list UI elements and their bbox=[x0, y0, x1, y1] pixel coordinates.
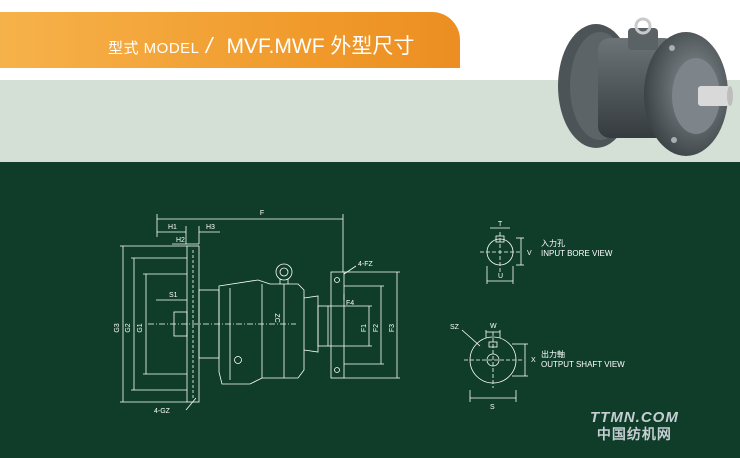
input-bore-label-cn: 入力孔 bbox=[541, 239, 565, 248]
title-prefix: 型式 MODEL bbox=[108, 40, 200, 57]
dim-h2: H2 bbox=[176, 237, 185, 244]
dim-zc: ZC bbox=[273, 313, 280, 322]
title-model: MVF.MWF 外型尺寸 bbox=[226, 35, 415, 58]
gearmotor-photo bbox=[558, 17, 733, 156]
dim-h1: H1 bbox=[168, 224, 177, 231]
dim-f2: F2 bbox=[373, 324, 380, 332]
dim-s1: S1 bbox=[169, 292, 178, 299]
output-shaft-label-cn: 出力軸 bbox=[541, 350, 565, 359]
dim-g3: G3 bbox=[114, 323, 121, 332]
dim-g2: G2 bbox=[125, 323, 132, 332]
input-bore-label-en: INPUT BORE VIEW bbox=[541, 249, 613, 258]
dim-x: X bbox=[531, 357, 536, 364]
watermark: TTMN.COM 中国纺机网 bbox=[590, 409, 679, 443]
title-slash: / bbox=[205, 33, 213, 58]
dim-f4: F4 bbox=[346, 300, 354, 307]
dim-w: W bbox=[490, 323, 497, 330]
input-bore-label: 入力孔 INPUT BORE VIEW bbox=[541, 239, 612, 259]
dimension-drawing: F H1 H3 H2 S1 G3 G2 G1 ZC 4-FZ F4 F1 F2 … bbox=[114, 210, 536, 415]
dim-u: U bbox=[498, 273, 503, 280]
page-title: 型式 MODEL / MVF.MWF 外型尺寸 bbox=[108, 30, 414, 60]
dim-4gz: 4-GZ bbox=[154, 408, 171, 415]
dim-t: T bbox=[498, 221, 503, 228]
title-tab bbox=[0, 12, 460, 68]
dim-s: S bbox=[490, 404, 495, 411]
dim-f1: F1 bbox=[361, 324, 368, 332]
dim-4fz: 4-FZ bbox=[358, 261, 374, 268]
dim-f: F bbox=[260, 210, 264, 217]
dim-sz: SZ bbox=[450, 324, 460, 331]
watermark-line1: TTMN.COM bbox=[590, 409, 679, 426]
dim-h3: H3 bbox=[206, 224, 215, 231]
output-shaft-label-en: OUTPUT SHAFT VIEW bbox=[541, 360, 625, 369]
output-shaft-label: 出力軸 OUTPUT SHAFT VIEW bbox=[541, 350, 625, 370]
dim-g1: G1 bbox=[137, 323, 144, 332]
dim-v: V bbox=[527, 250, 532, 257]
watermark-line2: 中国纺机网 bbox=[596, 426, 672, 442]
dim-f3: F3 bbox=[389, 324, 396, 332]
